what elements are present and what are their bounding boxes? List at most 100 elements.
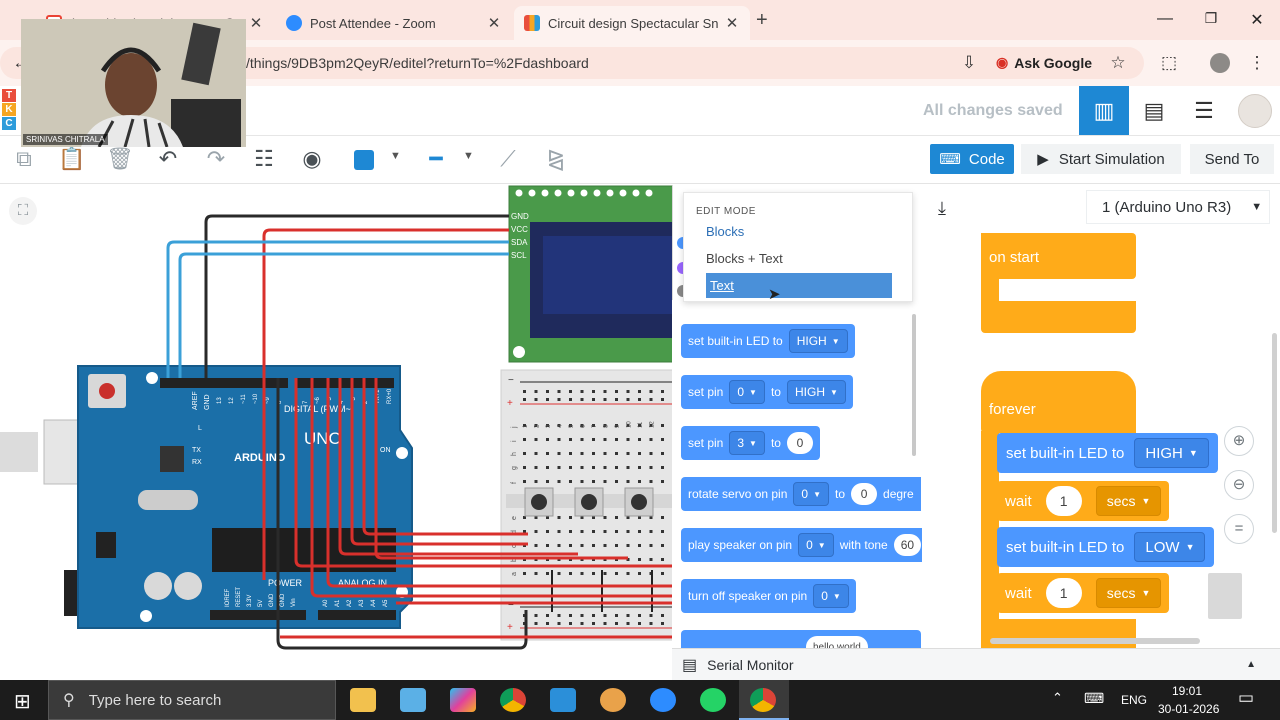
zoom-taskbar-icon[interactable] <box>650 688 676 712</box>
event-on-start[interactable]: on start <box>981 233 1136 279</box>
send-to-button[interactable]: Send To <box>1190 144 1274 174</box>
wire-red[interactable] <box>294 378 672 568</box>
notes-icon[interactable]: ☷ <box>254 146 274 171</box>
value-dropdown[interactable]: HIGH▼ <box>786 380 846 404</box>
block-play-speaker[interactable]: play speaker on pin 0▼ with tone 60 <box>681 528 922 562</box>
tinkercad-logo[interactable]: T K C <box>2 89 22 131</box>
wire-color-swatch[interactable] <box>354 150 374 170</box>
copilot-icon[interactable] <box>450 688 476 712</box>
category-notation[interactable] <box>677 285 687 297</box>
wire-vcc[interactable] <box>262 228 509 378</box>
chevron-down-icon[interactable]: ▼ <box>390 150 401 162</box>
number-input[interactable]: 0 <box>851 483 878 505</box>
code-button[interactable]: ⌨ Code <box>930 144 1014 174</box>
copy-icon[interactable]: ⧉ <box>16 146 32 171</box>
category-output[interactable] <box>677 237 687 249</box>
chrome-icon[interactable] <box>500 688 526 712</box>
block-rotate-servo[interactable]: rotate servo on pin 0▼ to 0 degre <box>681 477 921 511</box>
category-input[interactable] <box>677 262 687 274</box>
pushbutton[interactable] <box>574 487 604 517</box>
profile-avatar[interactable] <box>1210 53 1230 73</box>
block-set-builtin-led-high[interactable]: set built-in LED to HIGH▼ <box>997 433 1218 473</box>
chrome-menu-icon[interactable]: ⋮ <box>1248 53 1266 72</box>
chevron-down-icon[interactable]: ▼ <box>463 150 474 162</box>
visibility-icon[interactable]: ◉ <box>302 146 322 171</box>
start-simulation-button[interactable]: ▶ Start Simulation <box>1021 144 1181 174</box>
minimize-icon[interactable]: — <box>1157 10 1173 27</box>
reset-button[interactable] <box>99 383 115 399</box>
download-icon[interactable]: ⤓ <box>938 198 946 218</box>
undo-icon[interactable]: ↶ <box>158 146 178 171</box>
delete-icon[interactable]: 🗑 <box>106 146 134 171</box>
window-close-icon[interactable]: ✕ <box>1250 12 1264 29</box>
pin-dropdown[interactable]: 3▼ <box>729 431 765 455</box>
bookmark-star-icon[interactable]: ☆ <box>1110 53 1126 72</box>
wire-button-1[interactable] <box>350 378 528 546</box>
flip-icon[interactable]: ⧎ <box>546 146 566 171</box>
value-dropdown[interactable]: LOW▼ <box>1134 532 1206 562</box>
number-input[interactable]: 1 <box>1045 578 1082 608</box>
windows-start-icon[interactable]: ⊞ <box>14 691 31 713</box>
wire-red[interactable] <box>310 378 672 598</box>
trash-can-icon[interactable] <box>1208 573 1242 619</box>
number-input[interactable]: 0 <box>786 432 813 454</box>
value-dropdown[interactable]: HIGH▼ <box>1134 438 1209 468</box>
wire-ground-return[interactable] <box>276 378 528 650</box>
file-explorer-icon[interactable] <box>350 688 376 712</box>
zoom-reset-icon[interactable]: = <box>1224 514 1254 544</box>
wire-gnd[interactable] <box>204 214 509 378</box>
url-text[interactable]: /things/9DB3pm2QeyR/editel?returnTo=%2Fd… <box>246 55 589 71</box>
arduino-board[interactable] <box>77 365 413 629</box>
restore-icon[interactable]: ❐ <box>1204 10 1218 26</box>
block-partial[interactable]: hello world <box>681 630 921 648</box>
notes-app-icon[interactable] <box>400 688 426 712</box>
unit-dropdown[interactable]: secs▼ <box>1095 486 1162 516</box>
pin-dropdown[interactable]: 0▼ <box>813 584 849 608</box>
wire-sda[interactable] <box>166 240 509 378</box>
event-forever[interactable]: forever <box>981 371 1136 433</box>
rotate-icon[interactable]: ⟋ <box>500 146 516 171</box>
user-avatar[interactable] <box>1238 94 1272 128</box>
block-turn-off-speaker[interactable]: turn off speaker on pin 0▼ <box>681 579 856 613</box>
extensions-icon[interactable]: ⬚ <box>1160 53 1178 72</box>
fit-view-icon[interactable]: ⛶ <box>9 197 37 225</box>
component-list-button[interactable]: ☰ <box>1179 86 1229 135</box>
wire-button-3[interactable] <box>374 378 628 560</box>
pushbutton[interactable] <box>524 487 554 517</box>
value-dropdown[interactable]: HIGH▼ <box>788 329 848 353</box>
close-icon[interactable]: ✕ <box>249 15 263 32</box>
block-set-pin-analog[interactable]: set pin 3▼ to 0 <box>681 426 820 460</box>
edit-mode-blocks[interactable]: Blocks <box>706 224 745 239</box>
clock-time[interactable]: 19:01 <box>1172 684 1203 698</box>
clock-date[interactable]: 30-01-2026 <box>1158 702 1220 716</box>
edit-mode-blocks-text[interactable]: Blocks + Text <box>706 251 783 266</box>
block-set-pin[interactable]: set pin 0▼ to HIGH▼ <box>681 375 853 409</box>
palette-scrollbar[interactable] <box>912 314 916 456</box>
paste-icon[interactable]: 📋 <box>58 146 86 171</box>
taskbar-search[interactable]: ⚲ Type here to search <box>48 680 336 720</box>
chrome-active-icon[interactable] <box>750 688 776 712</box>
number-input[interactable]: 60 <box>893 534 922 556</box>
serial-monitor-bar[interactable]: ▤ Serial Monitor ▲ <box>672 648 1280 680</box>
pin-dropdown[interactable]: 0▼ <box>798 533 834 557</box>
chevron-up-icon[interactable]: ⌃ <box>1052 690 1063 705</box>
circuit-canvas[interactable]: ⛶ ARDUINO UNO DIGITAL (PWM~) POWER ANALO… <box>0 185 672 680</box>
tab-tinkercad[interactable]: Circuit design Spectacular Snick ✕ <box>514 6 750 40</box>
workspace-h-scrollbar[interactable] <box>990 638 1200 644</box>
app-icon[interactable] <box>600 688 626 712</box>
tab-zoom[interactable]: Post Attendee - Zoom ✕ <box>276 6 512 40</box>
zoom-in-icon[interactable]: ⊕ <box>1224 426 1254 456</box>
wires[interactable] <box>166 214 672 650</box>
install-app-icon[interactable]: ⇩ <box>961 53 977 72</box>
text-input[interactable]: hello world <box>806 636 868 648</box>
whatsapp-icon[interactable] <box>700 688 726 712</box>
notification-icon[interactable]: ▭ <box>1238 688 1255 707</box>
wire-button-2[interactable] <box>338 378 578 556</box>
code-workspace[interactable]: on start forever set built-in LED to HIG… <box>924 233 1280 648</box>
pin-dropdown[interactable]: 0▼ <box>793 482 830 506</box>
wire-red[interactable] <box>362 378 528 536</box>
redo-icon[interactable]: ↷ <box>206 146 226 171</box>
wire-scl[interactable] <box>178 252 509 378</box>
chevron-up-icon[interactable]: ▲ <box>1246 659 1256 670</box>
new-tab-button[interactable]: + <box>756 9 768 31</box>
